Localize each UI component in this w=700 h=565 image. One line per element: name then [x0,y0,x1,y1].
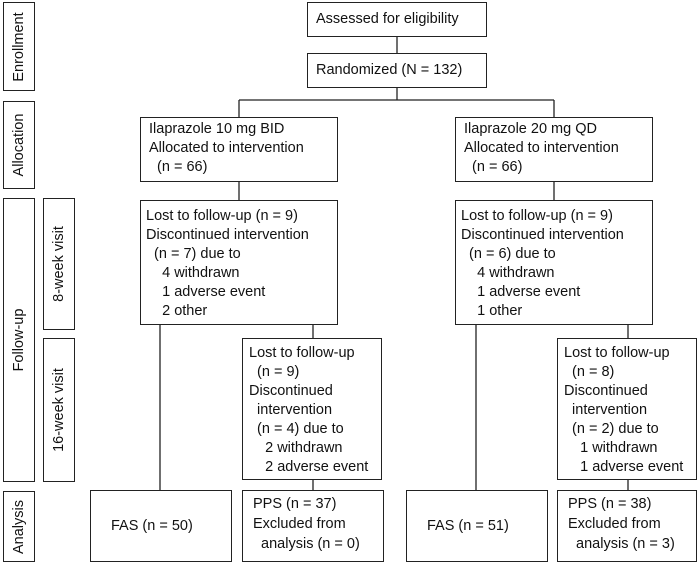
left-week16-line-4: intervention [249,402,333,418]
stage-follow-up-label: Follow-up [11,308,27,372]
right-week8-line-2: Discontinued intervention [461,227,624,243]
left-week8-line-5: 1 adverse event [146,284,266,300]
right-allocation-line-2: Allocated to intervention [464,140,619,156]
left-allocation-line-2: Allocated to intervention [149,140,304,156]
left-fas-text: FAS (n = 50) [111,518,193,534]
right-week16-line-4: intervention [564,402,648,418]
left-week16-line-6: 2 withdrawn [249,440,343,456]
stage-week16: 16-week visit [43,338,75,482]
left-week16-box: Lost to follow-up (n = 9) Discontinued i… [242,338,382,480]
right-week16-line-1: Lost to follow-up [564,345,670,361]
left-week16-line-5: (n = 4) due to [249,421,344,437]
left-week16-line-1: Lost to follow-up [249,345,355,361]
stage-follow-up: Follow-up [3,198,35,482]
left-week8-line-6: 2 other [146,303,208,319]
right-week16-line-5: (n = 2) due to [564,421,659,437]
assessed-text: Assessed for eligibility [316,11,459,27]
stage-enrollment-label: Enrollment [11,11,27,82]
right-week8-line-3: (n = 6) due to [461,246,556,262]
left-pps-line-2: Excluded from [253,516,346,532]
left-allocation-box: Ilaprazole 10 mg BID Allocated to interv… [140,117,338,182]
stage-week16-label: 16-week visit [51,368,67,452]
left-pps-line-1: PPS (n = 37) [253,496,337,512]
right-week16-box: Lost to follow-up (n = 8) Discontinued i… [557,338,697,480]
left-week8-box: Lost to follow-up (n = 9) Discontinued i… [140,200,338,325]
left-fas-box: FAS (n = 50) [90,490,232,562]
right-pps-line-2: Excluded from [568,516,661,532]
stage-allocation: Allocation [3,101,35,189]
left-week8-line-2: Discontinued intervention [146,227,309,243]
left-pps-box: PPS (n = 37) Excluded from analysis (n =… [242,490,384,562]
right-fas-text: FAS (n = 51) [427,518,509,534]
right-week8-box: Lost to follow-up (n = 9) Discontinued i… [455,200,653,325]
right-week16-line-2: (n = 8) [564,364,615,380]
left-week8-line-1: Lost to follow-up (n = 9) [146,208,298,224]
right-allocation-line-1: Ilaprazole 20 mg QD [464,121,597,137]
assessed-box: Assessed for eligibility [307,2,487,37]
right-week16-line-7: 1 adverse event [564,459,684,475]
stage-enrollment: Enrollment [3,2,35,91]
left-week8-line-3: (n = 7) due to [146,246,241,262]
stage-analysis-label: Analysis [11,499,27,554]
right-pps-line-1: PPS (n = 38) [568,496,652,512]
left-week16-line-2: (n = 9) [249,364,300,380]
right-week8-line-4: 4 withdrawn [461,265,555,281]
right-week8-line-5: 1 adverse event [461,284,581,300]
right-pps-line-3: analysis (n = 3) [568,536,675,552]
right-week8-line-1: Lost to follow-up (n = 9) [461,208,613,224]
left-pps-line-3: analysis (n = 0) [253,536,360,552]
right-week8-line-6: 1 other [461,303,523,319]
left-week8-line-4: 4 withdrawn [146,265,240,281]
right-fas-box: FAS (n = 51) [406,490,548,562]
stage-week8-label: 8-week visit [51,226,67,302]
left-allocation-line-3: (n = 66) [149,159,208,175]
stage-week8: 8-week visit [43,198,75,330]
stage-allocation-label: Allocation [11,113,27,177]
right-allocation-line-3: (n = 66) [464,159,523,175]
randomized-box: Randomized (N = 132) [307,53,487,88]
right-week16-line-3: Discontinued [564,383,648,399]
left-week16-line-7: 2 adverse event [249,459,369,475]
right-week16-line-6: 1 withdrawn [564,440,658,456]
randomized-text: Randomized (N = 132) [316,62,463,78]
right-pps-box: PPS (n = 38) Excluded from analysis (n =… [557,490,697,562]
left-week16-line-3: Discontinued [249,383,333,399]
left-allocation-line-1: Ilaprazole 10 mg BID [149,121,285,137]
stage-analysis: Analysis [3,491,35,562]
right-allocation-box: Ilaprazole 20 mg QD Allocated to interve… [455,117,653,182]
